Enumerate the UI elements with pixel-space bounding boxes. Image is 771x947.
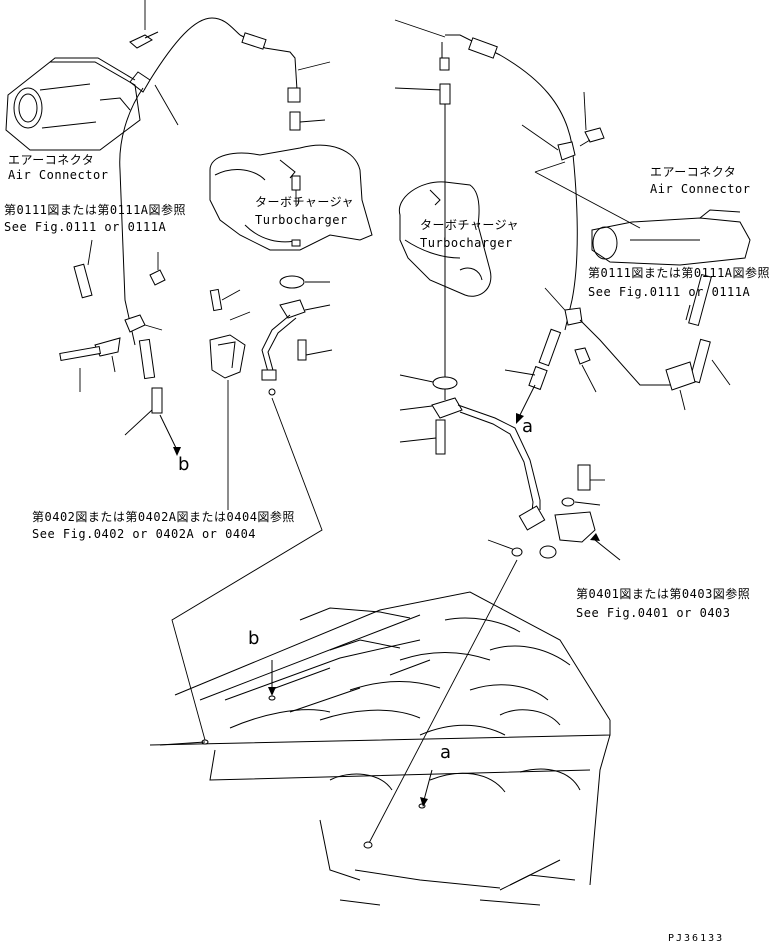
turbocharger-left: [209, 144, 373, 251]
ref-0401-jp: 第0401図または第0403図参照: [576, 587, 751, 601]
ref-0111-right-jp: 第0111図または第0111A図参照: [588, 266, 771, 280]
ref-0402-en: See Fig.0402 or 0402A or 0404: [32, 527, 257, 541]
air-connector-right: [591, 209, 751, 266]
ref-0402-jp: 第0402図または第0402A図または0404図参照: [32, 510, 295, 524]
oil-pipe-left: [261, 275, 333, 396]
hose-fitting-top: [239, 32, 331, 131]
turbocharger-left-en: Turbocharger: [255, 213, 348, 227]
engine-block: [149, 591, 611, 906]
hose-left: [119, 17, 241, 346]
oil-pipe-right: [399, 287, 680, 557]
clamp-bolts-left: [59, 239, 181, 456]
marker-b-top: b: [178, 454, 190, 475]
air-connector-right-en: Air Connector: [650, 182, 751, 196]
marker-a-block: a: [440, 742, 452, 763]
bolts-right: [665, 273, 731, 411]
ref-0111-left-en: See Fig.0111 or 0111A: [4, 220, 167, 234]
turbocharger-right: [398, 181, 492, 297]
air-connector-right-jp: エアーコネクタ: [650, 165, 737, 179]
drawing-code: PJ36133: [668, 933, 725, 944]
ref-0401-en: See Fig.0401 or 0403: [576, 606, 731, 620]
air-connector-left-jp: エアーコネクタ: [8, 153, 95, 167]
turbocharger-right-jp: ターボチャージャ: [420, 218, 520, 232]
clamp-assembly-right: [539, 464, 621, 561]
leader-lines: [171, 397, 518, 846]
air-connector-left-en: Air Connector: [8, 168, 109, 182]
turbocharger-left-jp: ターボチャージャ: [255, 195, 355, 209]
ref-0111-left-jp: 第0111図または第0111A図参照: [4, 203, 187, 217]
bolt-top-left: [129, 0, 159, 49]
air-connector-left: [5, 57, 141, 151]
clip-right: [521, 91, 641, 229]
turbocharger-right-en: Turbocharger: [420, 236, 513, 250]
marker-b-block: b: [248, 628, 260, 649]
hose-right: [394, 19, 578, 400]
bracket-left: [209, 288, 251, 510]
ref-0111-right-en: See Fig.0111 or 0111A: [588, 285, 751, 299]
marker-a-top: a: [522, 416, 534, 437]
